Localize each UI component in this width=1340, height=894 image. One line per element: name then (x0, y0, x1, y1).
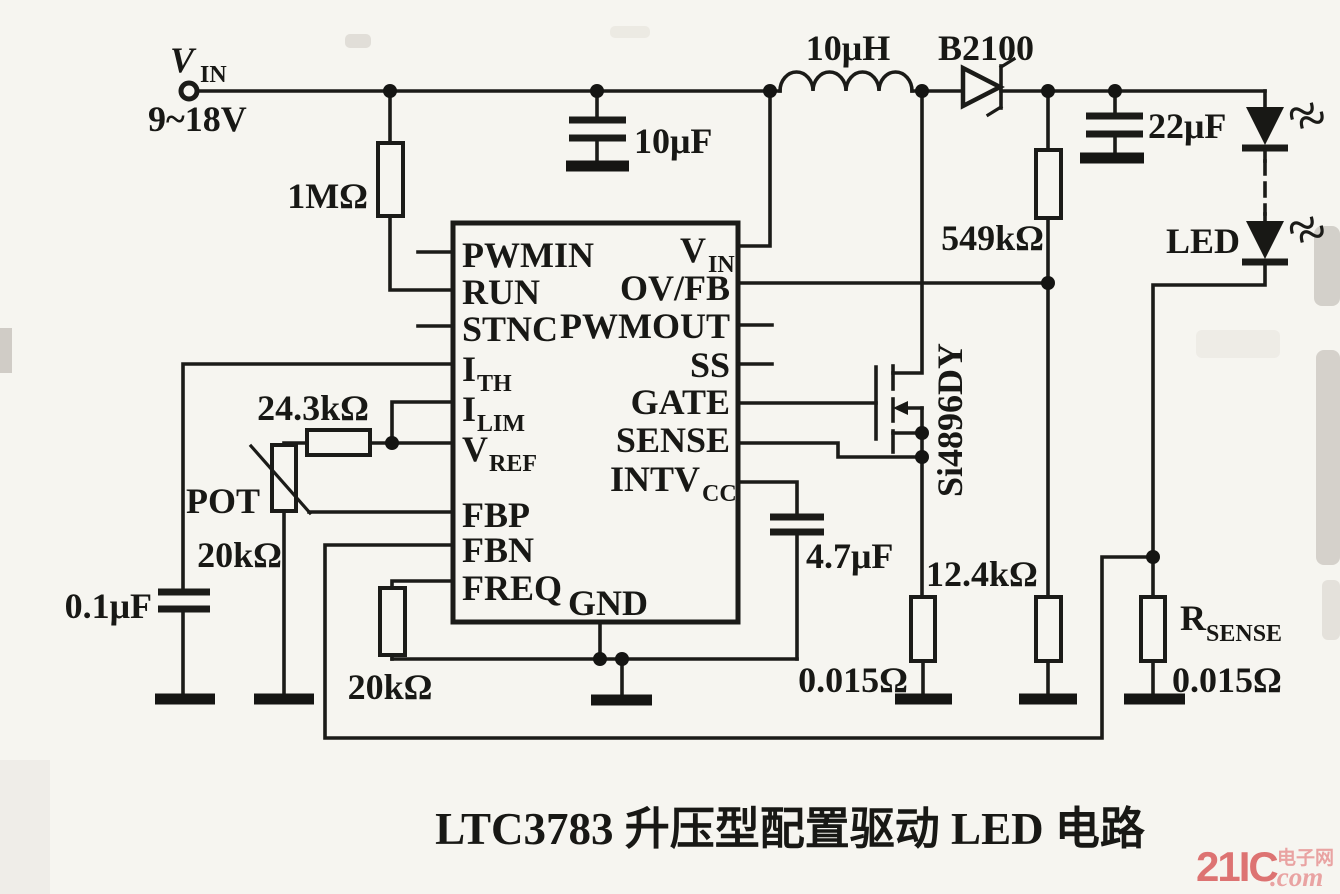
led-emission-icon (1289, 102, 1324, 129)
resistor-body (1034, 595, 1063, 663)
resistor-body (376, 141, 405, 218)
inductor-coils (778, 70, 914, 93)
cap-01uf-label: 0.1μF (65, 586, 152, 626)
resistor-body (378, 586, 407, 657)
ic-ltc3783: PWMIN RUN STNC I TH I LIM V REF FBP FBN … (416, 220, 774, 625)
sense-wire (736, 441, 924, 459)
led-triangle (1246, 221, 1284, 259)
pin-intvcc: INTV (610, 459, 700, 499)
led-label: LED (1166, 221, 1240, 261)
watermark-site: 电子网 (1277, 846, 1334, 869)
source-resistor: 0.015Ω (798, 595, 952, 705)
rsense-value: 0.015Ω (1172, 660, 1282, 700)
fbn-feedback-wire (323, 543, 1155, 740)
schottky-hook (998, 56, 1017, 70)
diode-b2100: B2100 (938, 28, 1034, 118)
resistor-body (909, 595, 937, 663)
feedback-divider: 549kΩ 12.4kΩ (926, 89, 1077, 705)
pin-ss: SS (690, 345, 730, 385)
resistor-body (1139, 595, 1167, 663)
ic-outline (450, 220, 741, 625)
sense-resistor: R SENSE 0.015Ω (1124, 554, 1282, 705)
resistor-body (1034, 148, 1063, 220)
vin-symbol-sub: IN (200, 62, 227, 88)
cap-22uf-label: 22μF (1148, 106, 1226, 146)
ilim-vref-network: 24.3kΩ POT 20kΩ (186, 388, 455, 705)
output-capacitor-22uf: 22μF (1080, 89, 1226, 164)
pin-intvcc-sub: CC (702, 481, 737, 507)
pin-ith-sub: TH (477, 371, 512, 397)
mosfet-label: Si4896DY (930, 343, 970, 497)
pin-fbn: FBN (462, 530, 534, 570)
resistor-549k-label: 549kΩ (941, 218, 1044, 258)
intvcc-capacitor: 4.7μF (736, 480, 893, 661)
pin-vref-sub: REF (489, 451, 537, 477)
diode-triangle (960, 64, 1005, 110)
pin-run: RUN (462, 272, 540, 312)
led-emission-icon (1289, 216, 1324, 243)
figure-caption: LTC3783 升压型配置驱动 LED 电路 (435, 804, 1146, 854)
vin-terminal-circle (178, 80, 200, 102)
pin-pwmout: PWMOUT (560, 306, 730, 346)
cap-10uf-label: 10μF (634, 121, 712, 161)
drain-wire (891, 89, 924, 375)
resistor-1m-label: 1MΩ (287, 176, 368, 216)
input-resistor-1m: 1MΩ (287, 89, 455, 292)
pin-gate: GATE (631, 382, 730, 422)
resistor-0015-label: 0.015Ω (798, 660, 908, 700)
pin-vref: V (462, 429, 488, 469)
pin-vin-sub: IN (708, 252, 735, 278)
resistor-12k4-label: 12.4kΩ (926, 554, 1038, 594)
pin-stnc: STNC (462, 309, 558, 349)
pin-ilim: I (462, 389, 476, 429)
input-terminal: V IN 9~18V (148, 40, 247, 139)
ith-network: 0.1μF (65, 362, 455, 705)
pot-value: 20kΩ (197, 535, 282, 575)
pin-freq: FREQ (462, 568, 562, 608)
diode-label: B2100 (938, 28, 1034, 68)
watermark-tld: .com (1270, 862, 1323, 892)
pin-fbp: FBP (462, 495, 530, 535)
junction-dots (383, 84, 1160, 666)
watermark: 21IC 电子网 .com (1196, 843, 1334, 892)
mosfet-body-arrow (893, 401, 908, 415)
resistor-24k3-label: 24.3kΩ (257, 388, 369, 428)
rsense-symbol-sub: SENSE (1206, 621, 1282, 647)
watermark-brand: 21IC (1196, 843, 1278, 890)
inductor-label: 10μH (806, 28, 890, 68)
pin-vin: V (680, 230, 706, 270)
input-capacitor-10uf: 10μF (566, 89, 712, 172)
led-string: LED (1151, 89, 1324, 558)
rsense-symbol: R (1180, 598, 1207, 638)
cap-47uf-label: 4.7μF (806, 536, 893, 576)
led-triangle (1246, 107, 1284, 145)
pin-ilim-sub: LIM (477, 411, 525, 437)
potentiometer-body (270, 443, 298, 513)
inductor-10uh: 10μH (778, 28, 914, 93)
vin-symbol: V (170, 40, 197, 80)
pin-gnd: GND (568, 583, 648, 623)
resistor-body (305, 428, 372, 457)
mosfet-si4896dy: Si4896DY (736, 89, 970, 599)
pot-label: POT (186, 481, 260, 521)
potentiometer-wiper (248, 443, 313, 516)
resistor-20k-label: 20kΩ (348, 667, 433, 707)
pin-ith: I (462, 349, 476, 389)
pin-ovfb: OV/FB (620, 268, 730, 308)
vin-range: 9~18V (148, 99, 247, 139)
pin-sense: SENSE (616, 420, 730, 460)
vin-pin-wire (736, 89, 772, 248)
schottky-hook (985, 104, 1004, 118)
pin-pwmin: PWMIN (462, 235, 594, 275)
